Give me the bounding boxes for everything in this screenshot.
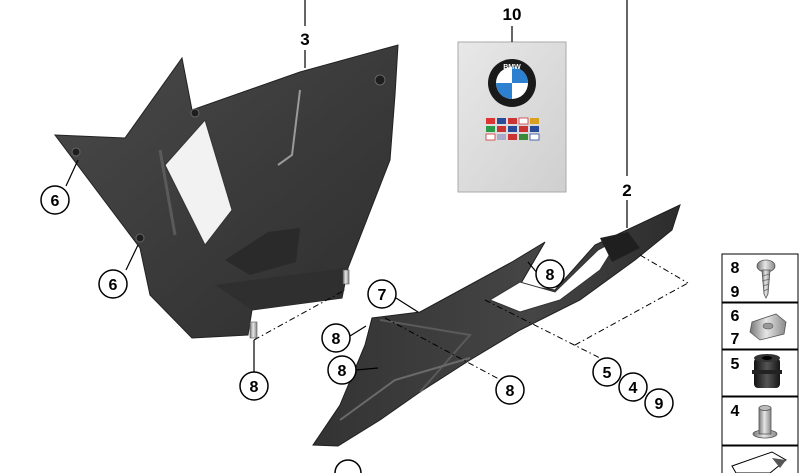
parts-legend: 8 9 6 7 5 [721,253,799,473]
legend-row-sleeve: 4 [721,396,799,446]
callout-circle: 8 [239,371,269,401]
mount-grommet-icon [135,233,145,243]
bmw-logo-text: BMW [503,64,521,71]
callout-circle: 5 [592,357,622,387]
fairing-vent [225,228,300,275]
legend-row-grommet: 5 [721,349,799,397]
screw-icon [342,269,350,285]
callout-left-6-bottom: 6 [109,277,118,294]
left-fairing-panel [53,44,399,339]
legend-number: 4 [731,403,740,420]
legend-row-tool [721,445,799,473]
fairing-cutout-upper [164,118,233,246]
owners-manual: BMW [457,41,567,193]
tool-wedge-icon [731,451,787,473]
callout-right-5: 5 [603,365,612,382]
mount-grommet-icon [71,147,81,157]
mount-grommet-icon [374,74,386,86]
legend-number: 6 [731,308,740,325]
language-flags-icon [485,117,540,141]
callout-left-8-bottom: 8 [250,379,259,396]
callout-numbers: 3 10 2 [300,5,631,200]
callout-circle: 8 [327,355,357,385]
legend-number: 9 [731,284,740,301]
legend-row-clip-nut: 6 7 [721,302,799,350]
callout-circle: 7 [367,279,397,309]
callout-circle: 4 [618,372,648,402]
lower-fairing-panel [312,204,681,447]
mount-rubber-icon [600,232,640,262]
callout-center-8-b: 8 [338,363,347,380]
legend-number: 7 [731,331,740,348]
assembly-dash-lines [253,254,689,386]
callout-right-8: 8 [546,267,555,284]
callout-circle: 8 [321,323,351,353]
callout-part-3: 3 [300,30,309,49]
callout-circle: 6 [40,185,70,215]
callout-center-8-a: 8 [332,331,341,348]
rubber-grommet-icon [752,354,782,388]
callout-circle: 9 [644,388,674,418]
leader-lines [65,0,628,372]
callout-right-9: 9 [655,396,664,413]
callout-center-8-c: 8 [506,383,515,400]
mount-grommet-icon [190,108,200,118]
callout-right-4: 4 [629,380,638,397]
callout-circle: 8 [495,375,525,405]
callout-part-2: 2 [622,181,631,200]
fastener-pins [249,269,350,339]
callout-left-6-top: 6 [51,193,60,210]
spacer-sleeve-icon [752,405,778,439]
screw-icon [756,259,776,299]
circled-callouts: 6 6 8 7 8 8 8 8 [40,185,674,473]
callout-part-10: 10 [503,5,522,24]
legend-row-screw: 8 9 [721,253,799,303]
callout-center-7: 7 [378,287,387,304]
callout-circle: 8 [535,259,565,289]
legend-number: 5 [731,356,740,373]
screw-icon [249,321,258,339]
clip-nut-icon [749,313,787,341]
legend-number: 8 [731,260,740,277]
callout-circle: 6 [98,269,128,299]
callout-circle-partial [334,459,362,473]
bmw-logo-icon: BMW [488,59,536,107]
